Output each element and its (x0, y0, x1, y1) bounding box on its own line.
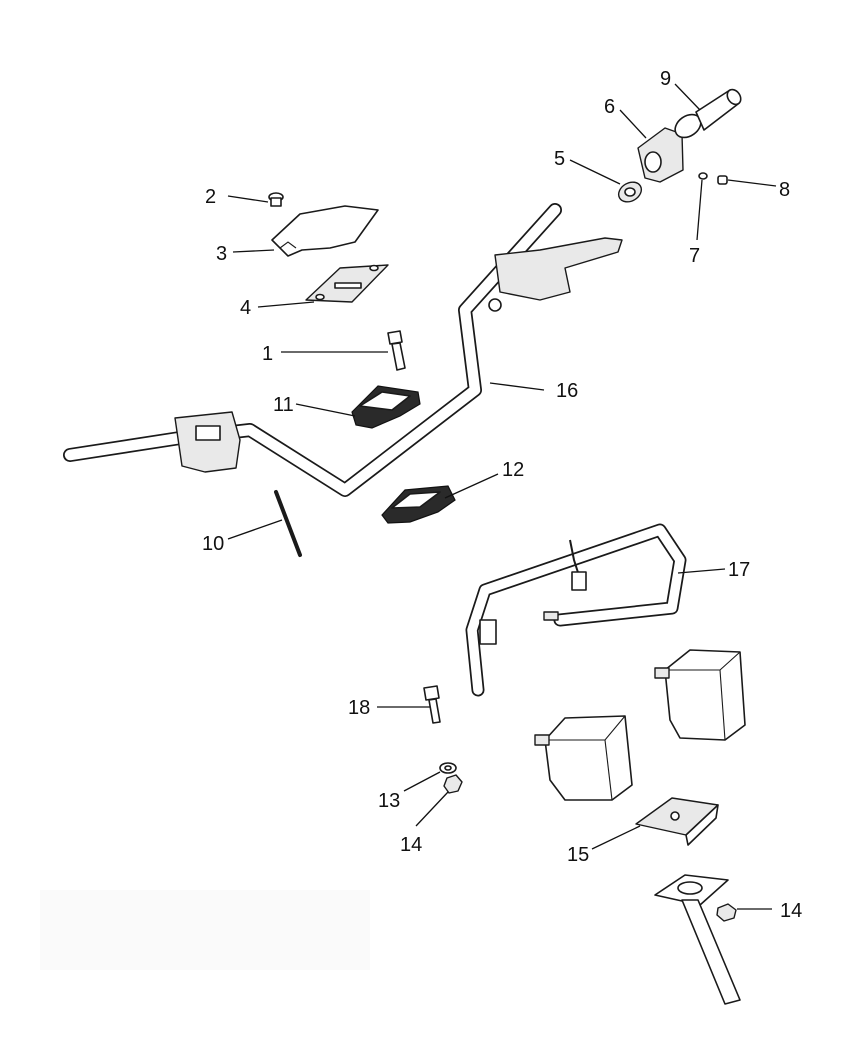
nut-upper (443, 774, 463, 794)
headlight-right (654, 649, 746, 741)
callout-16: 16 (556, 380, 578, 402)
callout-4: 4 (240, 297, 251, 319)
pin (698, 172, 708, 180)
callout-13: 13 (378, 790, 400, 812)
grip (674, 88, 742, 139)
bracket-bolt (423, 685, 441, 724)
callout-18: 18 (348, 697, 370, 719)
mount-plate (635, 797, 719, 846)
set-screw (717, 175, 728, 185)
handlebar (63, 203, 623, 497)
headlight-left (534, 715, 633, 801)
callout-15: 15 (567, 844, 589, 866)
steering-post (654, 874, 741, 1005)
cover-plate (305, 264, 389, 303)
callout-1: 1 (262, 343, 273, 365)
clamp-bolt (387, 330, 406, 371)
callout-8: 8 (779, 179, 790, 201)
callout-10: 10 (202, 533, 224, 555)
callout-5: 5 (554, 148, 565, 170)
callout-9: 9 (660, 68, 671, 90)
cover-screw (268, 192, 284, 207)
upper-clamp (351, 385, 421, 429)
callout-2: 2 (205, 186, 216, 208)
background-patch (40, 890, 370, 970)
callout-12: 12 (502, 459, 524, 481)
handlebar-cover (271, 205, 379, 257)
callout-17: 17 (728, 559, 750, 581)
callout-3: 3 (216, 243, 227, 265)
throttle-bushing (617, 181, 643, 203)
callout-14-a: 14 (400, 834, 422, 856)
leader-lines (227, 83, 777, 910)
nut-lower (716, 903, 737, 922)
throttle-housing (637, 127, 684, 183)
callout-6: 6 (604, 96, 615, 118)
headlight-bracket (465, 523, 687, 697)
lower-clamp (381, 485, 456, 524)
callout-11: 11 (273, 394, 294, 416)
callout-7: 7 (689, 245, 700, 267)
washer (439, 762, 457, 774)
callout-14-b: 14 (780, 900, 802, 922)
wire-tie (274, 490, 302, 557)
